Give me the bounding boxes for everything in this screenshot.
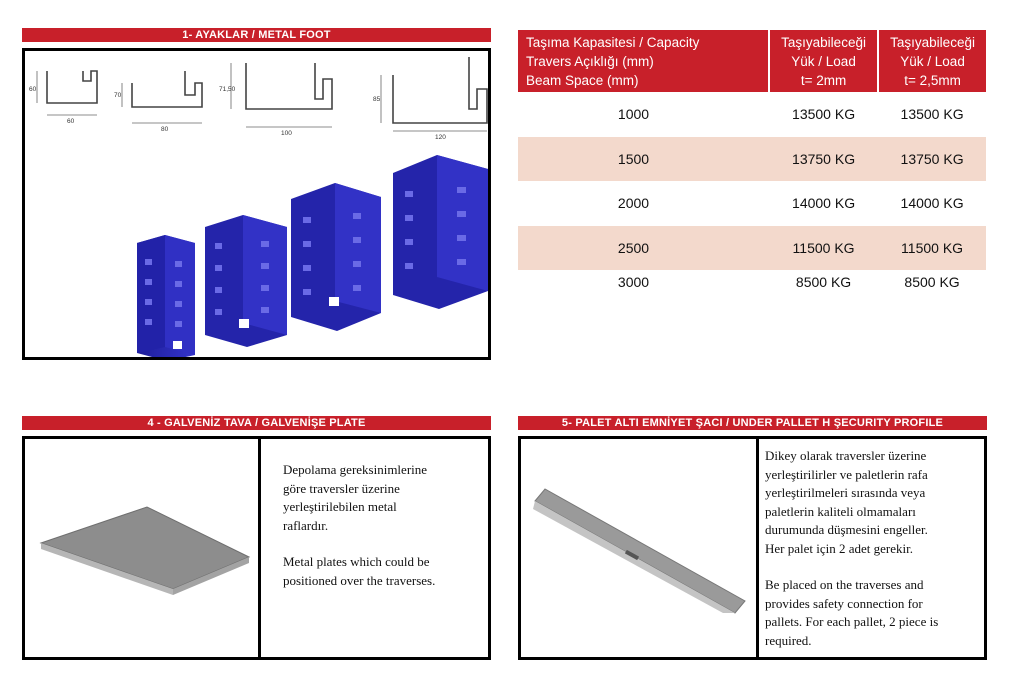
cell-load-25mm: 13500 KG <box>900 106 964 123</box>
table-row: 1500 13750 KG 13750 KG <box>518 136 986 181</box>
security-profile-panel: Dikey olarak traversler üzerine yerleşti… <box>518 436 987 660</box>
galvanized-tr-line: göre traversler üzerine <box>283 480 400 496</box>
security-profile-illustration <box>533 488 746 614</box>
cell-load-2mm: 8500 KG <box>795 274 852 290</box>
profile-drawing-60 <box>46 70 98 104</box>
cell-load-2mm: 13750 KG <box>769 136 879 181</box>
header-load-25mm-line2: Yük / Load <box>900 53 965 69</box>
profile-85-height: 85 <box>373 96 381 103</box>
header-beam-space-line3: Beam Space (mm) <box>526 72 639 88</box>
profile-120-width: 120 <box>435 134 446 141</box>
galvanized-plate-panel: Depolama gereksinimlerine göre traversle… <box>22 436 491 660</box>
cell-beam-space: 2500 <box>518 225 769 270</box>
security-profile-divider <box>756 439 759 657</box>
galvanized-plate-title-bar: 4 - GALVENİZ TAVA / GALVENİŞE PLATE <box>22 416 491 430</box>
profile-60-width: 60 <box>67 118 75 125</box>
profile-100-width: 100 <box>281 130 292 137</box>
security-tr-line: yerleştirilmeleri sırasında veya <box>765 485 926 500</box>
galvanized-en-line: Metal plates which could be <box>283 554 430 569</box>
table-row: 3000 8500 KG 8500 KG <box>518 270 986 312</box>
cell-load-2mm: 11500 KG <box>769 225 879 270</box>
galvanized-plate-illustration <box>39 506 251 595</box>
galvanized-tr-line: raflardır. <box>283 517 329 533</box>
cell-beam-space: 3000 <box>617 274 650 290</box>
table-row: 1000 13500 KG 13500 KG <box>518 92 986 137</box>
profile-60-height: 60 <box>29 86 37 93</box>
profile-80-width: 80 <box>161 126 169 133</box>
header-load-25mm-line1: Taşıyabileceği <box>890 34 975 50</box>
security-en-line: provides safety connection for <box>765 595 923 611</box>
security-tr-line: durumunda düşmesini engeller. <box>765 522 928 537</box>
metal-foot-image-panel: 60 60 80 70 100 71,50 120 85 <box>22 48 491 361</box>
security-en-line: required. <box>765 632 812 648</box>
upright-small <box>137 235 195 361</box>
security-en-line: pallets. For each pallet, 2 piece is <box>765 614 939 629</box>
security-tr-line: paletlerin kaliteli olmamaları <box>765 503 916 519</box>
header-load-2mm: Taşıyabileceği Yük / Load t= 2mm <box>767 30 879 92</box>
header-load-2mm-line3: t= 2mm <box>800 72 847 88</box>
security-tr-line: yerleştirilirler ve paletlerin rafa <box>765 466 928 482</box>
security-profile-description: Dikey olarak traversler üzerine yerleşti… <box>765 447 983 650</box>
upright-xlarge <box>393 155 488 309</box>
security-tr-line: Dikey olarak traversler üzerine <box>765 448 927 463</box>
upright-medium <box>205 215 287 347</box>
security-tr-line: Her palet için 2 adet gerekir. <box>765 540 913 556</box>
header-load-25mm: Taşıyabileceği Yük / Load t= 2,5mm <box>877 30 986 92</box>
header-beam-space-line2: Travers Açıklığı (mm) <box>526 53 654 69</box>
capacity-table: Taşıma Kapasitesi / Capacity Travers Açı… <box>518 30 986 312</box>
cell-load-25mm: 14000 KG <box>900 195 964 212</box>
capacity-table-header-row: Taşıma Kapasitesi / Capacity Travers Açı… <box>518 30 986 92</box>
cell-beam-space: 1000 <box>617 106 650 123</box>
galvanized-tr-line: yerleştirilebilen metal <box>283 499 397 514</box>
galvanized-plate-divider <box>258 439 261 657</box>
table-row: 2500 11500 KG 11500 KG <box>518 225 986 270</box>
cell-load-2mm: 13500 KG <box>792 106 856 123</box>
security-profile-title-bar: 5- PALET ALTI EMNİYET ŞACI / UNDER PALLE… <box>518 416 987 430</box>
header-beam-space-line1: Taşıma Kapasitesi / Capacity <box>526 34 700 50</box>
cell-load-25mm: 11500 KG <box>878 225 986 270</box>
upright-large <box>291 183 381 331</box>
header-load-25mm-line3: t= 2,5mm <box>904 72 961 88</box>
profile-71-height: 71,50 <box>219 86 236 93</box>
profile-drawing-120 <box>392 57 488 124</box>
cell-load-25mm: 13750 KG <box>878 136 986 181</box>
cell-beam-space: 2000 <box>617 195 650 212</box>
profile-drawing-100 <box>245 63 333 110</box>
header-load-2mm-line2: Yük / Load <box>791 53 856 69</box>
profile-drawing-80 <box>131 71 203 108</box>
profile-80-height: 70 <box>114 92 122 99</box>
galvanized-tr-line: Depolama gereksinimlerine <box>283 462 428 477</box>
cell-load-25mm: 8500 KG <box>904 274 960 290</box>
header-load-2mm-line1: Taşıyabileceği <box>781 34 866 50</box>
metal-foot-illustration: 60 60 80 70 100 71,50 120 85 <box>29 57 488 361</box>
header-beam-space: Taşıma Kapasitesi / Capacity Travers Açı… <box>518 30 769 92</box>
table-row: 2000 14000 KG 14000 KG <box>518 181 986 226</box>
metal-foot-title-bar: 1- AYAKLAR / METAL FOOT <box>22 28 491 42</box>
galvanized-en-line: positioned over the traverses. <box>283 572 436 588</box>
galvanized-plate-description: Depolama gereksinimlerine göre traversle… <box>283 461 483 590</box>
security-en-line: Be placed on the traverses and <box>765 577 924 592</box>
cell-load-2mm: 14000 KG <box>792 195 856 212</box>
cell-beam-space: 1500 <box>518 136 769 181</box>
